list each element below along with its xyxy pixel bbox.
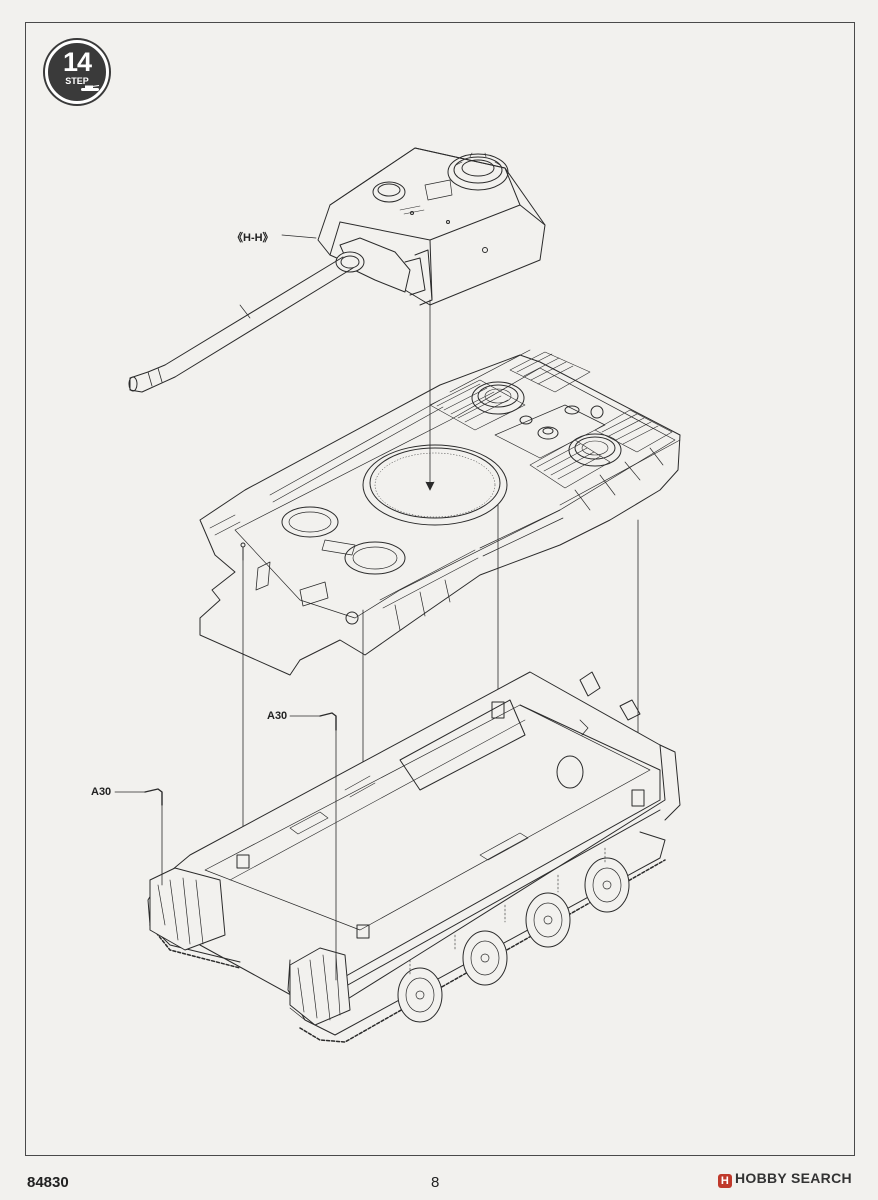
turret <box>317 147 546 306</box>
upper-hull <box>199 349 681 676</box>
running-gear <box>147 744 681 1043</box>
step-label: STEP <box>65 76 89 86</box>
callout-part-a30-upper: A30 <box>267 710 288 722</box>
part-a30-left <box>114 788 163 886</box>
page-border <box>25 22 855 1156</box>
callout-turret-part: 《H-H》 <box>232 232 274 244</box>
gun-barrel <box>128 256 354 393</box>
lower-hull <box>159 671 666 1011</box>
tank-icon <box>81 85 100 91</box>
product-code: 84830 <box>27 1174 69 1191</box>
step-badge: 14 STEP <box>45 40 109 104</box>
watermark-text: HOBBY SEARCH <box>735 1170 852 1186</box>
callout-part-a30-left: A30 <box>91 786 112 798</box>
step-number: 14 <box>62 47 92 77</box>
part-a30-upper <box>289 712 337 981</box>
page-number: 8 <box>431 1174 440 1191</box>
hobby-search-logo-icon: H <box>718 1174 732 1188</box>
